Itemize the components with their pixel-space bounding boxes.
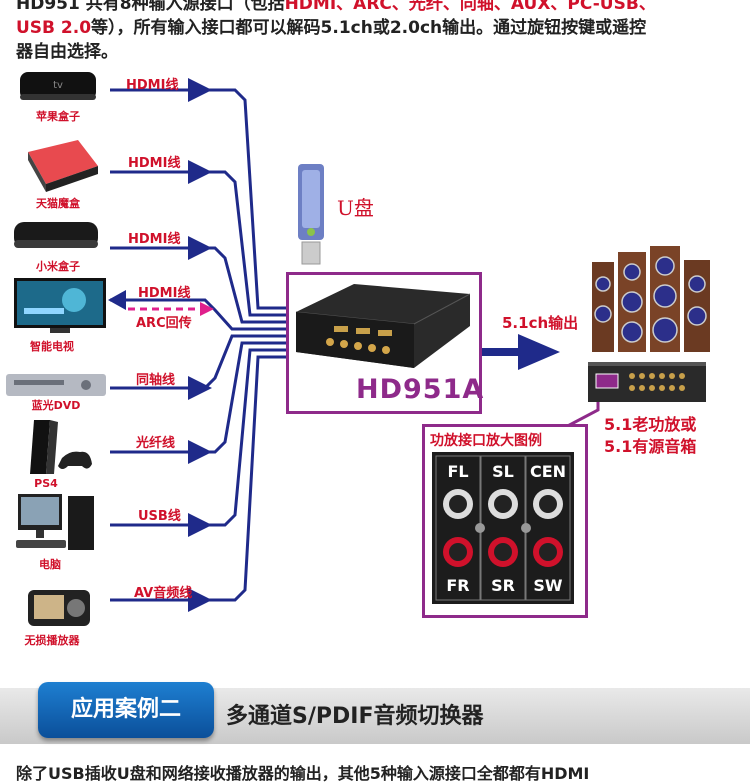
banner-subtitle: 多通道S/PDIF音频切换器 xyxy=(226,704,484,729)
cable-label: 同轴线 xyxy=(136,373,176,388)
amp-label: 5.1老功放或 5.1有源音箱 xyxy=(604,415,697,456)
output-label: 5.1ch输出 xyxy=(502,314,579,332)
arrow-3 xyxy=(188,236,212,260)
channel-label: FR xyxy=(446,576,470,595)
banner-tab: 应用案例二 xyxy=(38,682,214,738)
model-title: HD951A xyxy=(356,374,485,405)
arrow-8 xyxy=(188,588,212,612)
wire-3 xyxy=(110,246,290,324)
panel-title: 功放接口放大图例 xyxy=(430,433,542,449)
wire-5 xyxy=(110,334,290,390)
xiaomi-box-icon xyxy=(14,222,98,248)
arrow-1 xyxy=(188,78,212,102)
switcher-device-image xyxy=(295,284,470,368)
cable-label: USB线 xyxy=(138,509,181,524)
arrow-6 xyxy=(188,440,212,464)
svg-text:tv: tv xyxy=(53,80,63,91)
channel-label: FL xyxy=(447,462,469,481)
smart-tv-icon xyxy=(14,278,106,333)
wire-1 xyxy=(110,88,290,310)
dvd-player-icon xyxy=(6,374,106,396)
amp-panel-link xyxy=(559,400,600,432)
arrow-7 xyxy=(188,513,212,537)
apple-tv-icon: tv xyxy=(20,72,96,100)
arc-label: ARC回传 xyxy=(136,316,192,331)
cable-label: AV音频线 xyxy=(134,586,193,601)
cable-label: HDMI线 xyxy=(138,286,191,301)
rca-jacks xyxy=(435,455,571,601)
channel-label: SL xyxy=(492,462,514,481)
section-banner: 应用案例二 多通道S/PDIF音频切换器 xyxy=(0,682,750,754)
device-label: 电脑 xyxy=(39,558,61,571)
device-label: 智能电视 xyxy=(30,340,74,353)
wire-4 xyxy=(110,298,290,331)
wire-7 xyxy=(110,348,290,527)
output-arrow xyxy=(518,334,560,370)
arrow-tv-left xyxy=(108,290,126,310)
arrow-5 xyxy=(188,376,212,400)
speaker-set-icon xyxy=(592,246,710,352)
amplifier-icon xyxy=(588,362,706,402)
device-label: 无损播放器 xyxy=(24,634,80,647)
wire-2 xyxy=(110,170,290,317)
tmall-box-icon xyxy=(28,140,98,192)
cable-label: HDMI线 xyxy=(128,156,181,171)
device-label: 天猫魔盒 xyxy=(36,197,80,210)
device-label: 蓝光DVD xyxy=(31,399,81,412)
panel-connector-board xyxy=(432,452,574,604)
cable-label: HDMI线 xyxy=(126,78,179,93)
usb-label: U盘 xyxy=(337,196,374,220)
channel-label: SW xyxy=(533,576,563,595)
computer-icon xyxy=(16,494,94,550)
channel-label: CEN xyxy=(529,462,567,481)
cable-label: HDMI线 xyxy=(128,232,181,247)
audio-player-icon xyxy=(28,590,90,626)
device-label: PS4 xyxy=(34,477,58,490)
device-label: 苹果盒子 xyxy=(36,110,80,123)
bottom-text: 除了USB插收U盘和网络接收播放器的输出，其他5种输入源接口全都都有HDMI xyxy=(16,764,590,783)
cable-label: 光纤线 xyxy=(136,436,176,451)
intro-text: HD951 共有8种输入源接口（包括HDMI、ARC、光纤、同轴、AUX、PC-… xyxy=(16,0,656,62)
ps4-icon xyxy=(30,420,92,474)
channel-label: SR xyxy=(491,576,515,595)
usb-stick-icon xyxy=(298,164,324,265)
arrow-2 xyxy=(188,160,212,184)
connection-diagram xyxy=(108,78,600,612)
arc-arrow xyxy=(200,302,214,316)
device-label: 小米盒子 xyxy=(36,260,80,273)
wire-6 xyxy=(110,341,290,454)
